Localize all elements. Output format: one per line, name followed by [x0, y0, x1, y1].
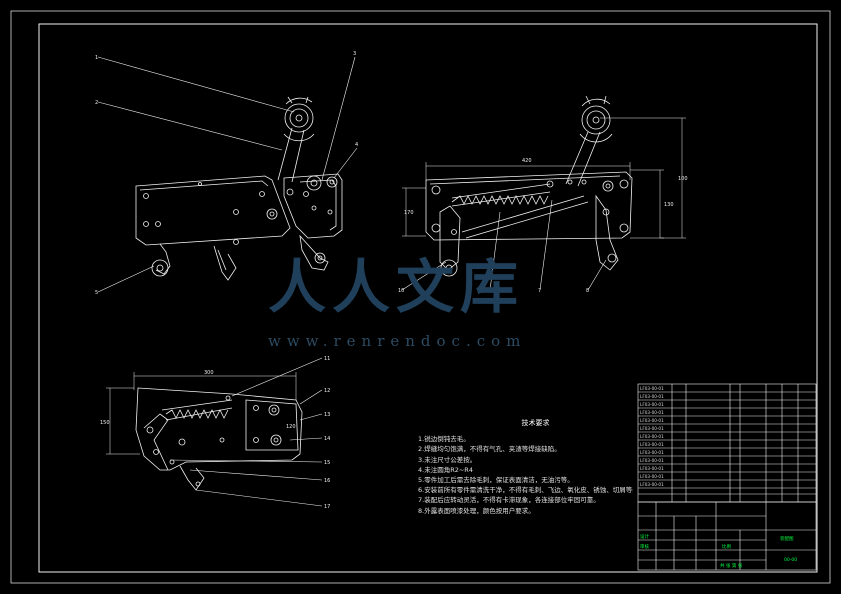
svg-text:420: 420	[522, 158, 532, 164]
top-right-dimensions: 420 170 130 100 10 9 7 8	[398, 158, 688, 294]
svg-text:共 张 第 张: 共 张 第 张	[720, 562, 743, 569]
tech-line: 4.未注圆角R2~R4	[418, 465, 473, 474]
svg-text:9: 9	[488, 288, 491, 294]
svg-text:100: 100	[678, 176, 688, 182]
svg-text:300: 300	[204, 370, 214, 376]
inner-frame	[38, 23, 818, 573]
top-right-view	[401, 95, 686, 291]
technical-requirements: 技术要求 1.锐边倒钝去毛。 2.焊缝均匀饱满，不得有气孔、夹渣等焊接缺陷。 3…	[418, 418, 633, 516]
bottom-left-view	[106, 357, 323, 507]
svg-text:3: 3	[353, 51, 356, 57]
svg-text:2: 2	[95, 100, 98, 106]
svg-text:130: 130	[664, 202, 674, 208]
tech-title: 技术要求	[521, 419, 550, 427]
svg-text:16: 16	[324, 478, 330, 484]
svg-text:LF03-00-01: LF03-00-01	[640, 442, 664, 447]
svg-text:15: 15	[324, 460, 330, 466]
svg-text:审核: 审核	[640, 543, 649, 550]
svg-text:LF03-00-01: LF03-00-01	[640, 434, 664, 439]
svg-text:LF03-00-01: LF03-00-01	[640, 450, 664, 455]
svg-text:13: 13	[324, 412, 330, 418]
tech-line: 2.焊缝均匀饱满，不得有气孔、夹渣等焊接缺陷。	[418, 445, 561, 454]
tech-line: 3.未注尺寸公差按。	[418, 455, 477, 464]
svg-text:比例: 比例	[722, 543, 731, 550]
svg-text:8: 8	[586, 288, 589, 294]
svg-text:LF03-00-01: LF03-00-01	[640, 418, 664, 423]
svg-text:LF03-00-01: LF03-00-01	[640, 482, 664, 487]
tech-line: 6.安装前所有零件需清洗干净，不得有毛刺、飞边、氧化皮、锈蚀、切屑等杂物。	[418, 486, 633, 495]
svg-text:7: 7	[538, 288, 541, 294]
tech-line: 8.外露表面喷漆处理，颜色按用户要求。	[418, 506, 535, 515]
svg-text:LF03-00-01: LF03-00-01	[640, 410, 664, 415]
svg-text:170: 170	[404, 210, 414, 216]
title-block-text: 装配图 00-00 设计 审核 比例 共 张 第 张	[640, 533, 797, 569]
outer-frame	[10, 10, 831, 584]
svg-text:装配图: 装配图	[780, 535, 794, 542]
svg-text:LF03-00-01: LF03-00-01	[640, 466, 664, 471]
svg-text:10: 10	[398, 288, 404, 294]
bottom-left-dimensions: 300 150 120 11 12 13 14 15 16 17	[100, 356, 330, 510]
top-left-balloons: 1 2 3 4 5	[95, 51, 358, 296]
svg-text:17: 17	[324, 504, 330, 510]
svg-text:00-00: 00-00	[784, 557, 797, 563]
svg-text:LF03-00-01: LF03-00-01	[640, 474, 664, 479]
svg-text:LF03-00-01: LF03-00-01	[640, 458, 664, 463]
svg-text:14: 14	[324, 436, 330, 442]
svg-text:12: 12	[324, 388, 330, 394]
tech-line: 5.零件加工后需去除毛刺，保证表面清洁，无油污等。	[418, 476, 574, 485]
svg-text:11: 11	[324, 356, 330, 362]
tech-line: 1.锐边倒钝去毛。	[418, 435, 470, 444]
svg-text:150: 150	[100, 420, 110, 426]
svg-text:LF03-00-01: LF03-00-01	[640, 426, 664, 431]
svg-text:120: 120	[286, 424, 296, 430]
svg-text:设计: 设计	[640, 533, 649, 540]
bom-codes: LF03-00-01 LF03-00-01 LF03-00-01 LF03-00…	[640, 386, 664, 487]
svg-text:5: 5	[95, 290, 98, 296]
svg-text:4: 4	[355, 142, 358, 148]
svg-text:LF03-00-01: LF03-00-01	[640, 402, 664, 407]
svg-text:LF03-00-01: LF03-00-01	[640, 386, 664, 391]
svg-text:1: 1	[95, 55, 98, 61]
svg-text:LF03-00-01: LF03-00-01	[640, 394, 664, 399]
title-block	[637, 501, 817, 571]
top-left-view	[97, 56, 358, 293]
bom-table	[637, 383, 817, 503]
tech-line: 7.装配后应转动灵活，不得有卡滞现象，各连接部位牢固可靠。	[418, 496, 600, 505]
